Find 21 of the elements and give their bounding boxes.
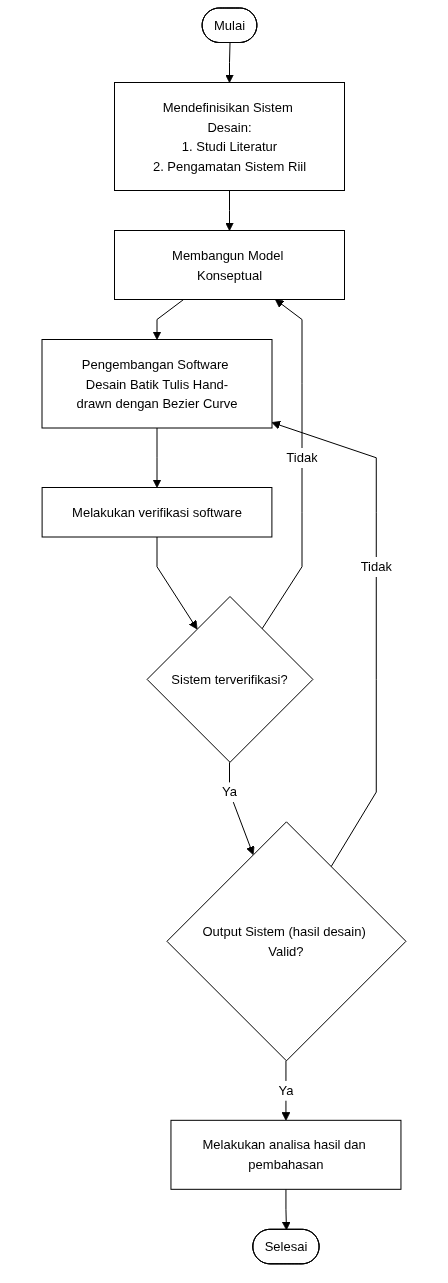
node-box: Mendefinisikan Sistem Desain: 1. Studi Literatur 2. Pengamatan Sistem Riil	[114, 82, 345, 191]
edge-label: Ya	[222, 784, 237, 800]
edge-label: Tidak	[286, 450, 318, 465]
arrow	[281, 1188, 291, 1231]
node-diamond: Output Sistem (hasil desain) Valid?	[166, 821, 407, 1062]
node-diamond: Sistem terverifikasi?	[146, 596, 314, 763]
arrow	[225, 42, 234, 83]
edge-label: Ya	[278, 1082, 294, 1098]
arrow	[271, 420, 377, 868]
node-box: Melakukan analisa hasil dan pembahasan	[170, 1119, 402, 1190]
node-box: Pengembangan Software Desain Batik Tulis Hand-drawn dengan Bezier Curve	[41, 339, 273, 429]
node-box: Melakukan verifikasi software	[41, 487, 273, 538]
arrow	[229, 761, 255, 855]
edge-label: Tidak	[360, 559, 392, 574]
arrow	[156, 536, 198, 630]
arrow	[261, 299, 303, 630]
arrow	[152, 427, 162, 488]
node-box: Membangun Model Konseptual	[114, 230, 345, 300]
arrow	[225, 190, 234, 231]
arrow	[281, 1060, 291, 1121]
arrow	[152, 299, 185, 340]
